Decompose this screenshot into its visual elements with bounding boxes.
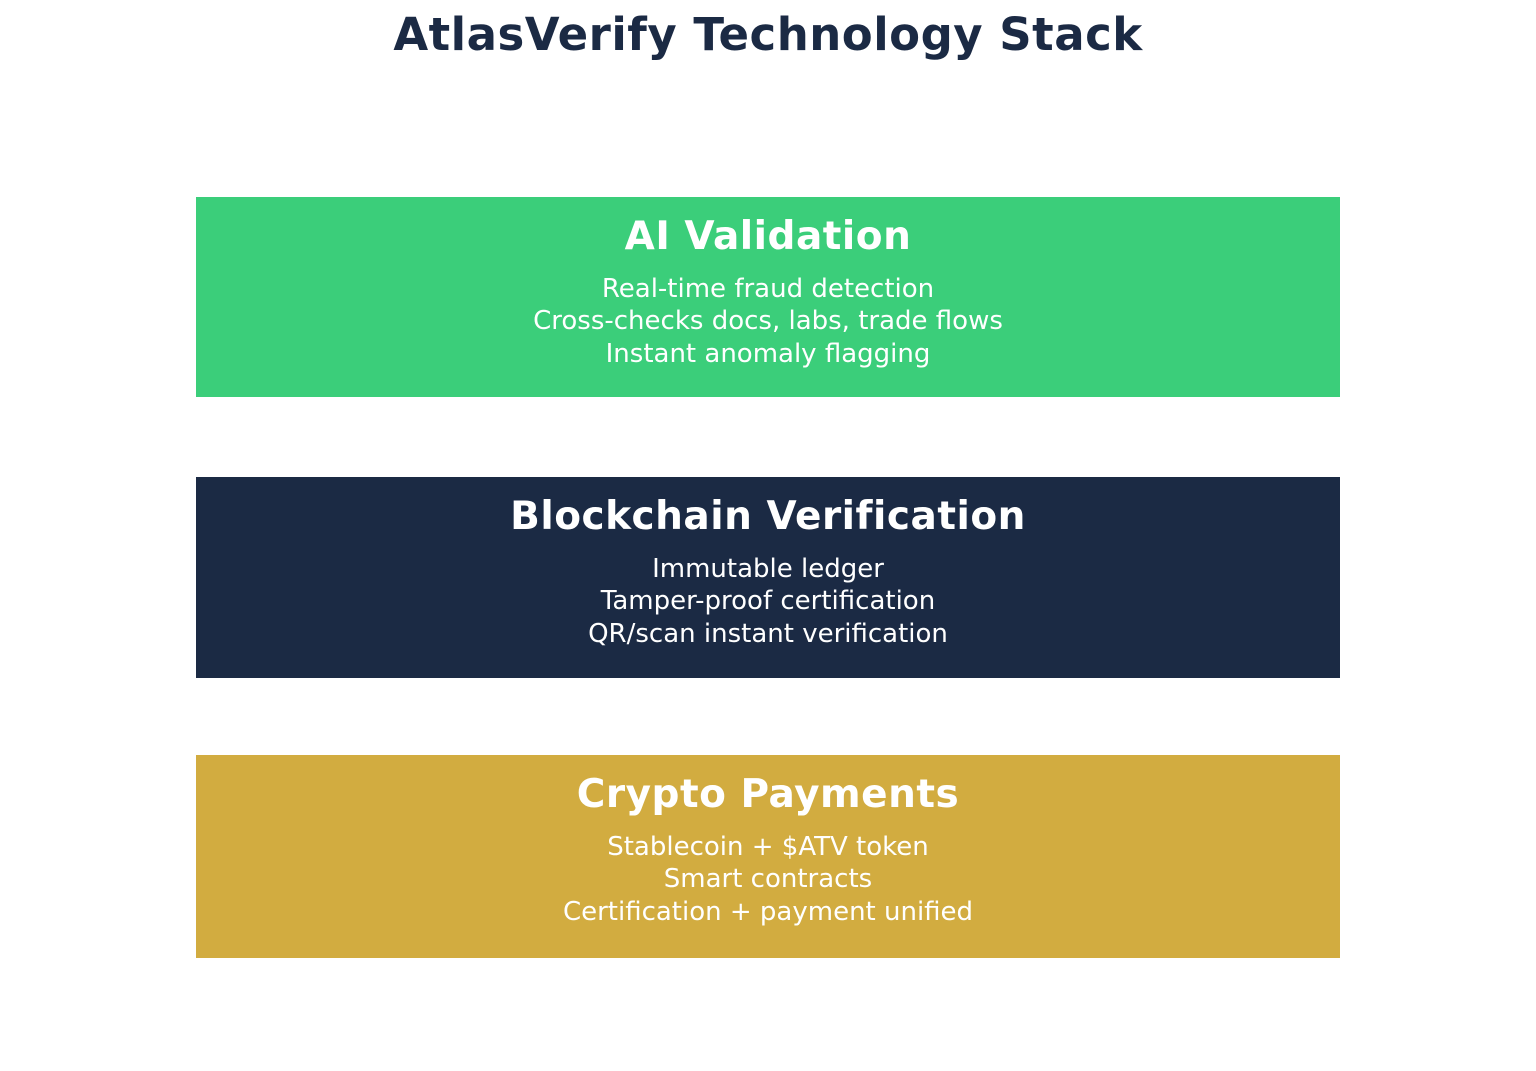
layer-crypto-payments: Crypto Payments Stablecoin + $ATV token … — [196, 755, 1340, 958]
layer-detail-line: Stablecoin + $ATV token — [607, 831, 929, 862]
layer-ai-validation-details: Real-time fraud detection Cross-checks d… — [196, 273, 1340, 371]
layer-crypto-payments-details: Stablecoin + $ATV token Smart contracts … — [196, 831, 1340, 929]
layer-blockchain-verification: Blockchain Verification Immutable ledger… — [196, 477, 1340, 678]
layer-detail-line: Certification + payment unified — [562, 896, 974, 927]
layer-detail-line: Immutable ledger — [652, 553, 884, 584]
layer-ai-validation-label: AI Validation — [624, 214, 912, 259]
layer-detail-line: Real-time fraud detection — [601, 273, 935, 304]
layer-crypto-payments-label: Crypto Payments — [576, 772, 960, 817]
layer-detail-line: Tamper-proof certification — [600, 586, 936, 617]
layer-detail-line: QR/scan instant verification — [588, 618, 948, 649]
layer-ai-validation: AI Validation Real-time fraud detection … — [196, 197, 1340, 397]
diagram-title: AtlasVerify Technology Stack — [393, 8, 1143, 61]
layer-detail-line: Smart contracts — [663, 864, 873, 895]
layer-detail-line: Instant anomaly flagging — [605, 338, 931, 369]
layer-blockchain-verification-label: Blockchain Verification — [510, 494, 1026, 539]
layer-detail-line: Cross-checks docs, labs, trade flows — [533, 306, 1003, 337]
layer-blockchain-verification-details: Immutable ledger Tamper-proof certificat… — [196, 553, 1340, 651]
